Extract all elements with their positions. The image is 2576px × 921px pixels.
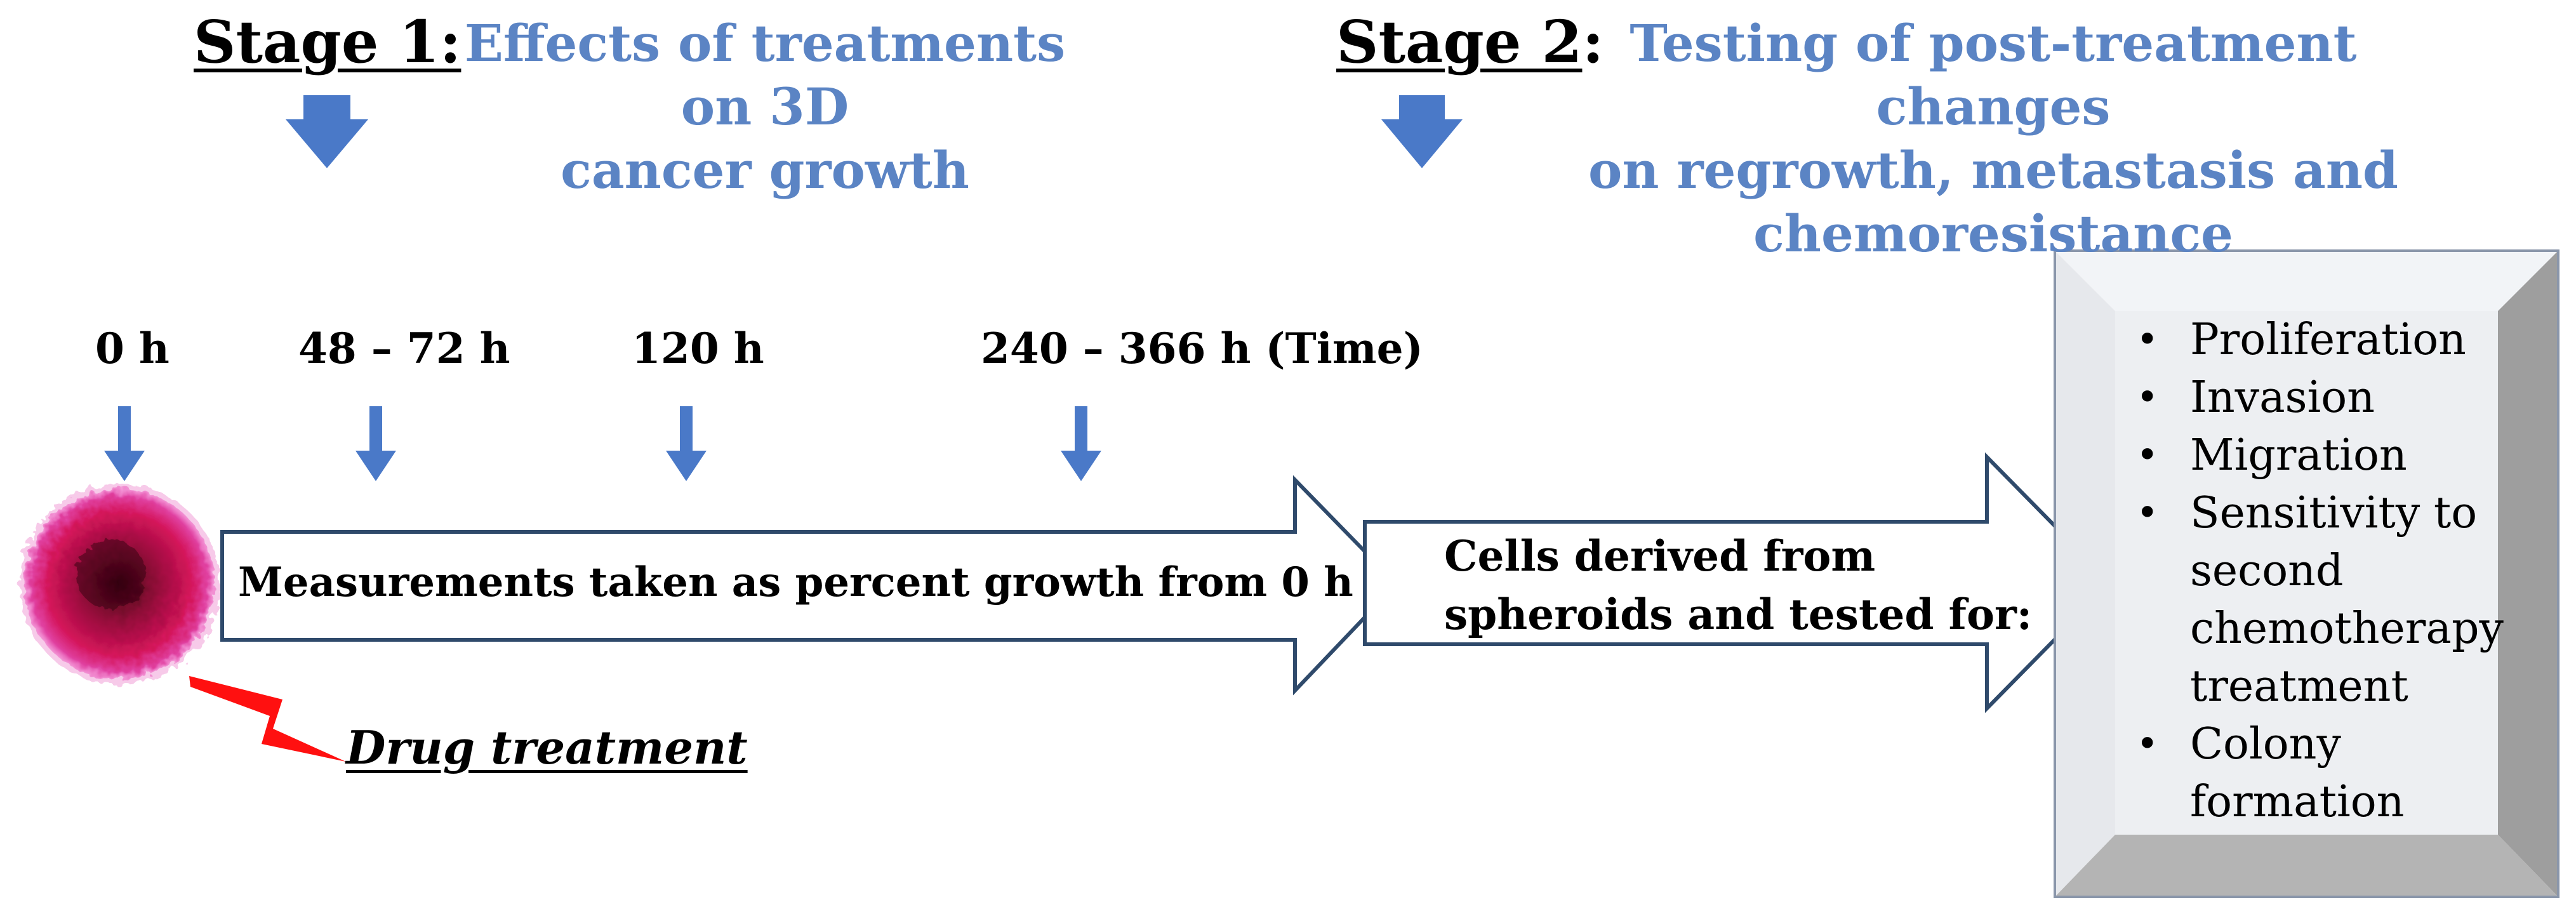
list-item-line: chemotherapy (2190, 604, 2504, 654)
timepoint-down-arrow-icon (355, 406, 396, 481)
timepoint-down-arrow-icon (666, 406, 707, 481)
stage1-description-line: cancer growth (561, 140, 969, 200)
stage1-description-line: Effects of treatments on 3D (464, 13, 1066, 136)
list-item-line: Sensitivity to (2190, 488, 2478, 538)
tested-for-block-arrow-icon (1363, 452, 2114, 713)
tests-list: • Proliferation • Invasion • Migration • Sen… (2120, 311, 2514, 831)
tested-for-text-line: spheroids and tested for: (1444, 590, 2033, 639)
measurement-text: Measurements taken as percent growth fro… (238, 559, 1353, 606)
measurement-block-arrow-icon (220, 475, 1400, 696)
tested-for-text-line: Cells derived from (1444, 531, 1876, 581)
bullet-glyph: • (2136, 433, 2159, 477)
list-item: • Sensitivity to second chemotherapy treatme… (2120, 484, 2514, 715)
list-item-line: Invasion (2190, 373, 2375, 423)
timepoint-label: 48 – 72 h (298, 324, 510, 373)
bullet-glyph: • (2136, 722, 2159, 766)
stage2-description-line: Testing of post-treatment changes (1630, 13, 2357, 136)
stage1-label: Stage 1: (194, 8, 461, 76)
stage2-description-line: on regrowth, metastasis and (1588, 140, 2398, 200)
list-item: • Invasion (2120, 369, 2514, 427)
stage1-down-arrow-icon (286, 95, 368, 168)
bullet-glyph: • (2136, 491, 2159, 535)
list-item-line: Proliferation (2190, 315, 2466, 365)
drug-treatment-label: Drug treatment (346, 720, 748, 774)
timepoint-label: 0 h (95, 324, 169, 373)
spheroid-image (19, 484, 220, 684)
stage2-description: Testing of post-treatment changes on reg… (1549, 11, 2438, 265)
list-item: • Proliferation (2120, 311, 2514, 369)
list-item: • Colony formation (2120, 715, 2514, 831)
stage1-description: Effects of treatments on 3D cancer growt… (422, 11, 1108, 202)
bullet-glyph: • (2136, 375, 2159, 420)
tests-bevel-box (2054, 249, 2559, 898)
list-item-line: Colony (2190, 719, 2341, 769)
list-item-line: formation (2190, 777, 2405, 827)
list-item-line: Migration (2190, 430, 2407, 480)
bullet-glyph: • (2136, 317, 2159, 362)
timepoint-down-arrow-icon (1061, 406, 1101, 481)
stage2-label: Stage 2: (1336, 8, 1603, 76)
tested-for-text: Cells derived from spheroids and tested … (1444, 527, 2032, 644)
stage2-description-line: chemoresistance (1753, 204, 2233, 263)
timepoint-down-arrow-icon (104, 406, 145, 481)
list-item-line: treatment (2190, 661, 2408, 712)
timepoint-label: 120 h (632, 324, 764, 373)
stage2-label-colon: : (1582, 8, 1604, 76)
list-item: • Migration (2120, 427, 2514, 484)
timepoint-label: 240 – 366 h (Time) (981, 324, 1423, 373)
list-item-line: second (2190, 546, 2344, 596)
stage2-label-text: Stage 2 (1336, 8, 1583, 76)
stage2-down-arrow-icon (1381, 95, 1463, 168)
lightning-bolt-icon (189, 676, 346, 762)
